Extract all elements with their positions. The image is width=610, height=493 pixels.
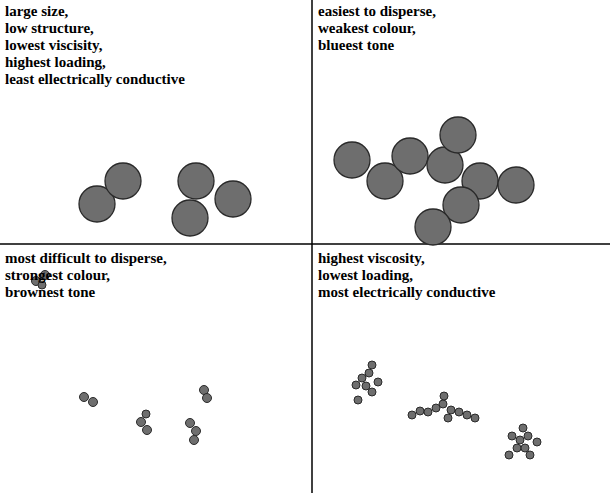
high-structure-large-particles: [334, 117, 534, 245]
property-label: highest viscosity,: [318, 250, 425, 267]
property-label: weakest colour,: [318, 20, 416, 37]
large-particles: [79, 163, 251, 236]
high-structure-small-particles: [352, 361, 541, 459]
grid-line: [311, 0, 313, 493]
property-label: lowest loading,: [318, 267, 413, 284]
property-label: least ellectrically conductive: [5, 71, 185, 88]
grid-line: [0, 243, 610, 245]
property-label: low structure,: [5, 20, 94, 37]
property-label: strongest colour,: [5, 267, 110, 284]
property-label: blueest tone: [318, 37, 394, 54]
property-label: large size,: [5, 3, 68, 20]
property-label: highest loading,: [5, 54, 106, 71]
property-label: most difficult to disperse,: [5, 250, 167, 267]
property-label: brownest tone: [5, 284, 95, 301]
property-label: lowest viscisity,: [5, 37, 103, 54]
property-label: easiest to disperse,: [318, 3, 436, 20]
property-label: most electrically conductive: [318, 284, 495, 301]
